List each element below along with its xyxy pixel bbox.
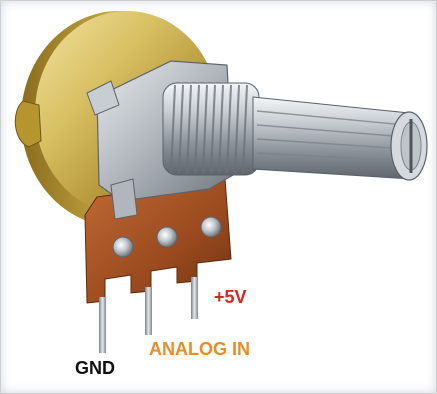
bracket-ear-bottom <box>110 178 138 220</box>
knurl-lines <box>256 110 409 162</box>
housing-tab <box>14 100 42 148</box>
knurled-shaft <box>252 96 412 180</box>
rivet-right <box>200 216 222 238</box>
pin-gnd <box>99 297 106 353</box>
label-analog-in: ANALOG IN <box>149 339 250 359</box>
pin-vcc <box>191 277 198 319</box>
rivet-center <box>156 226 178 248</box>
rivet-left <box>112 236 134 258</box>
bracket-ear-left <box>86 80 120 116</box>
label-plus-5v: +5V <box>214 287 247 307</box>
label-gnd: GND <box>75 358 115 378</box>
pin-wiper <box>145 287 152 335</box>
thread-lines <box>170 84 248 174</box>
